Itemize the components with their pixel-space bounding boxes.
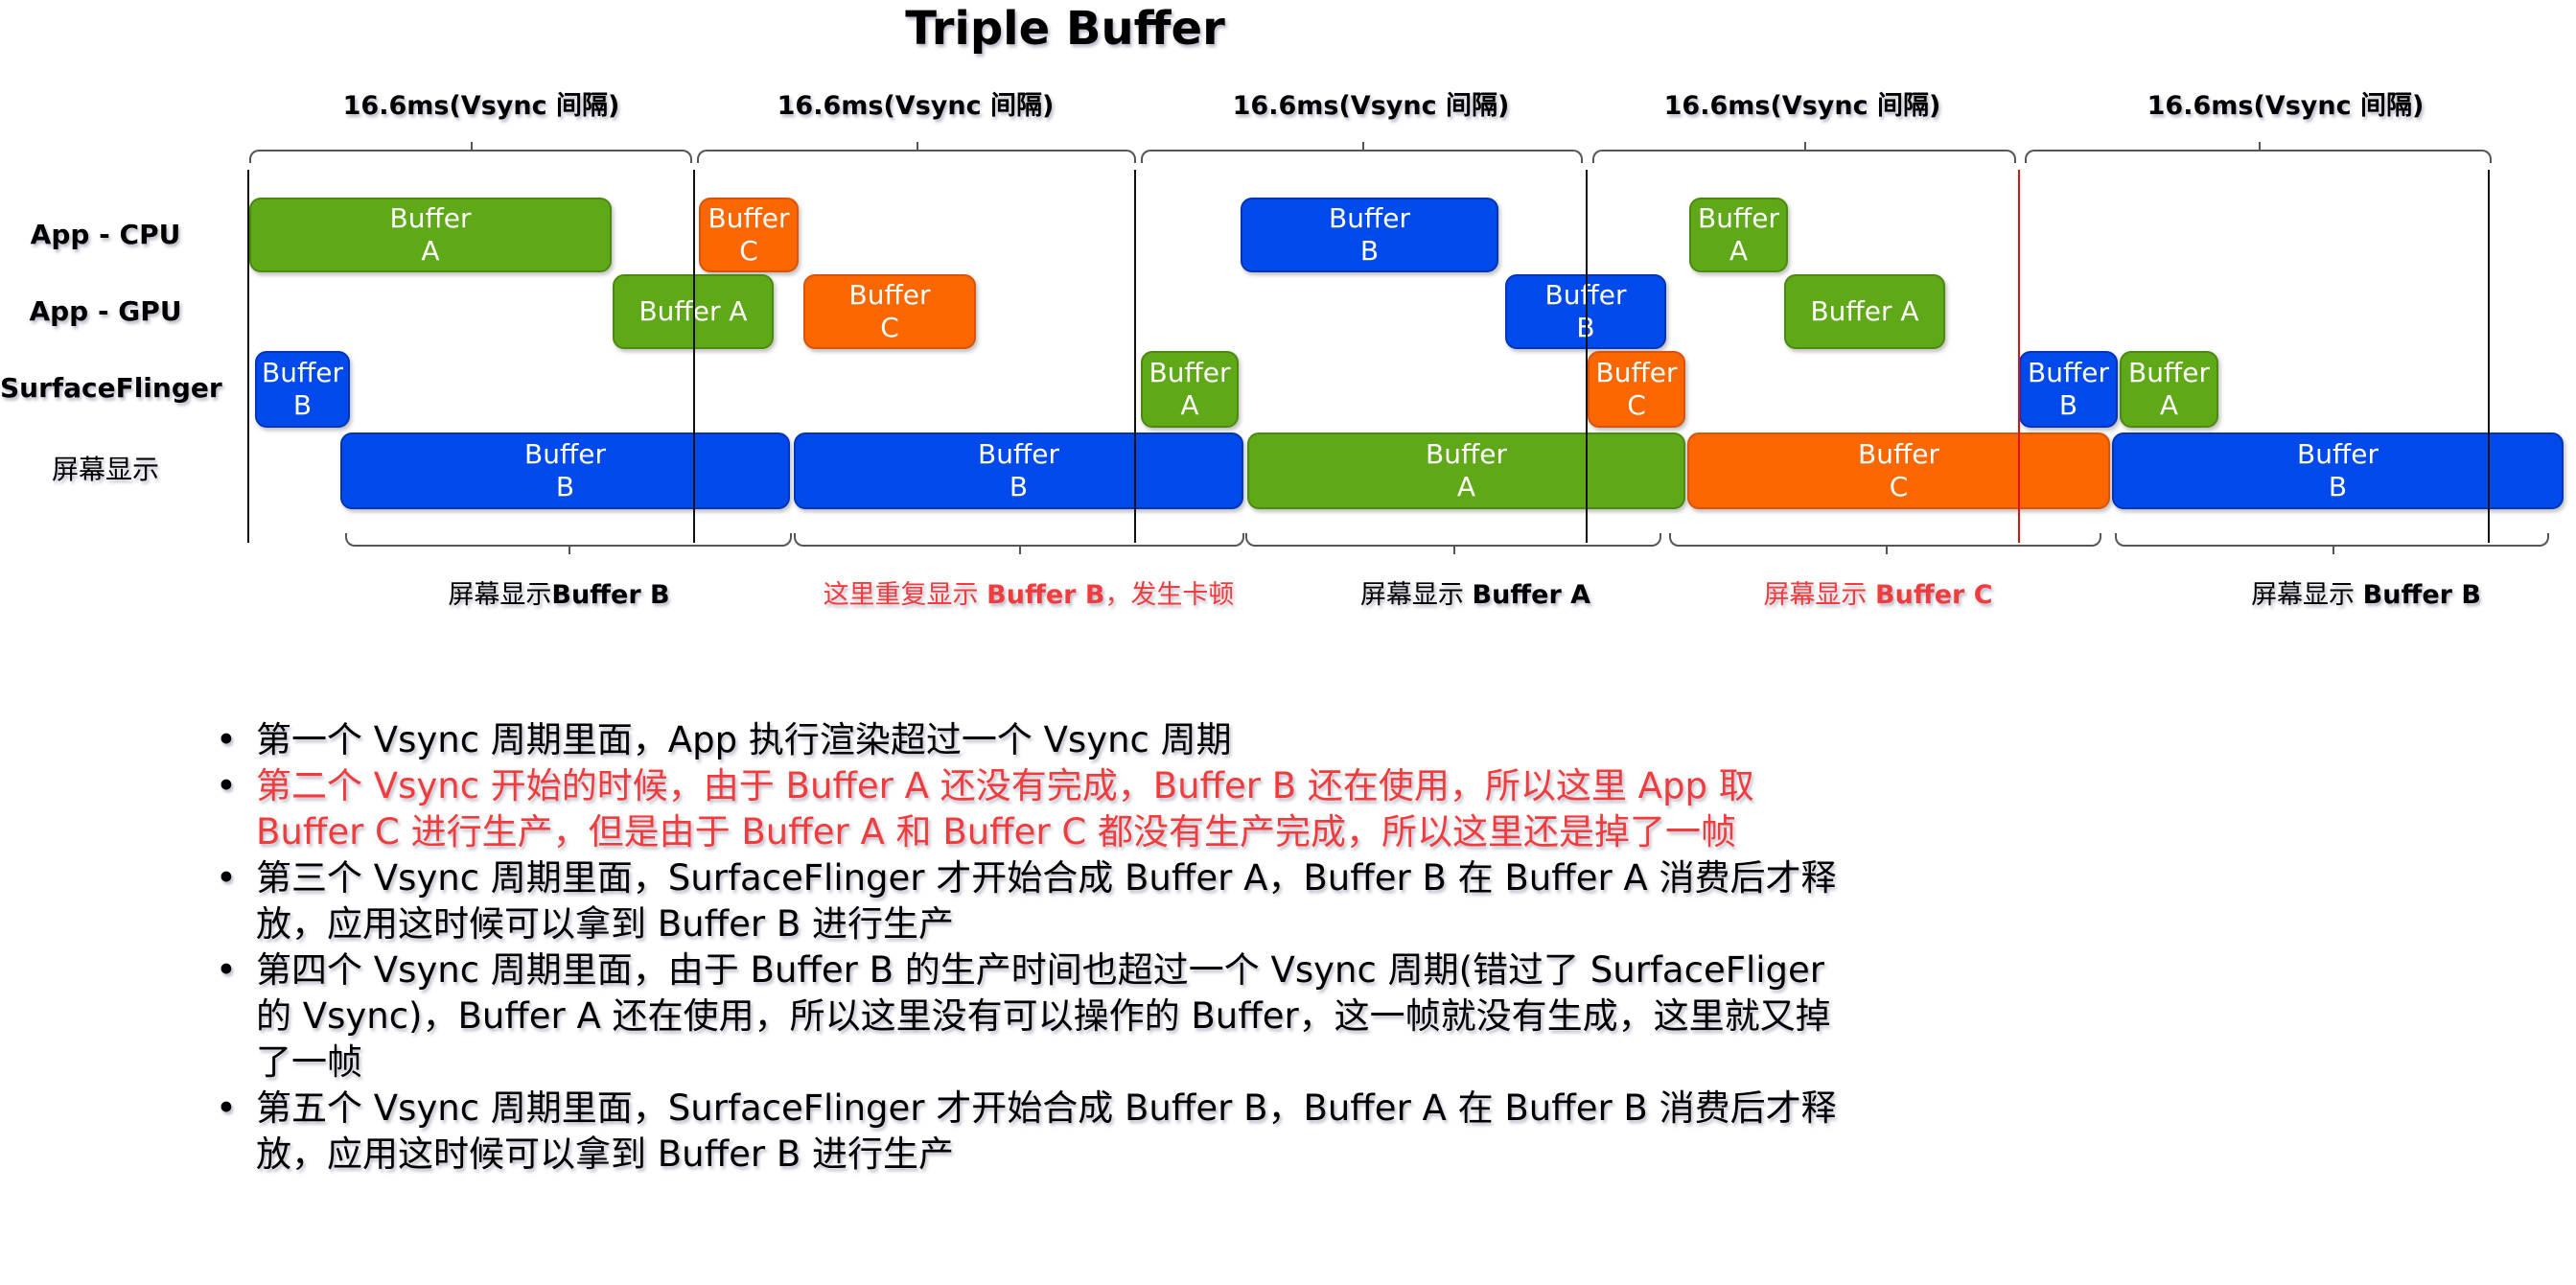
bullet-2: 第二个 Vsync 开始的时候，由于 Buffer A 还没有完成，Buffer… [216, 763, 1845, 855]
caption-3: 屏幕显示 Buffer A [1359, 580, 1591, 610]
row-label-screen-display: 屏幕显示 [51, 454, 159, 485]
vsync-line-6 [2488, 170, 2490, 543]
bullet-4: 第四个 Vsync 周期里面，由于 Buffer B 的生产时间也超过一个 Vs… [216, 947, 1845, 1086]
display-buffer-b-2: Buffer B [794, 432, 1243, 509]
caption-1: 屏幕显示Buffer B [448, 580, 670, 610]
cpu-buffer-c: Buffer C [699, 198, 799, 272]
vsync-line-2 [693, 170, 695, 543]
cpu-buffer-a-2: Buffer A [1689, 198, 1788, 272]
vsync-line-3 [1134, 170, 1136, 543]
vsync-label-3: 16.6ms(Vsync 间隔) [1232, 91, 1510, 121]
display-buffer-c: Buffer C [1687, 432, 2110, 509]
bullet-5: 第五个 Vsync 周期里面，SurfaceFlinger 才开始合成 Buff… [216, 1086, 1845, 1178]
sf-buffer-b-2: Buffer B [2019, 351, 2118, 428]
display-brace-5 [2115, 533, 2549, 554]
gpu-buffer-a-2: Buffer A [1784, 274, 1945, 349]
bullet-3: 第三个 Vsync 周期里面，SurfaceFlinger 才开始合成 Buff… [216, 855, 1845, 947]
display-buffer-b-1: Buffer B [340, 432, 790, 509]
cpu-buffer-b: Buffer B [1241, 198, 1498, 272]
vsync-label-2: 16.6ms(Vsync 间隔) [777, 91, 1055, 121]
vsync-line-1 [247, 170, 249, 543]
display-brace-1 [345, 533, 792, 554]
diagram-title: Triple Buffer [905, 2, 1225, 56]
row-label-app-gpu: App - GPU [29, 295, 182, 327]
sf-buffer-a-1: Buffer A [1141, 351, 1239, 428]
display-brace-4 [1669, 533, 2101, 554]
cpu-buffer-a-1: Buffer A [249, 198, 612, 272]
row-label-app-cpu: App - CPU [30, 219, 181, 250]
display-buffer-b-3: Buffer B [2112, 432, 2564, 509]
display-brace-3 [1245, 533, 1661, 554]
caption-2-stutter: 这里重复显示 Buffer B，发生卡顿 [823, 580, 1235, 610]
sf-buffer-b-1: Buffer B [255, 351, 350, 428]
caption-5: 屏幕显示 Buffer B [2251, 580, 2481, 610]
sf-buffer-c: Buffer C [1588, 351, 1685, 428]
vsync-label-1: 16.6ms(Vsync 间隔) [342, 91, 620, 121]
vsync-label-5: 16.6ms(Vsync 间隔) [2147, 91, 2425, 121]
display-brace-2 [794, 533, 1244, 554]
vsync-brace-4 [1592, 142, 2016, 163]
vsync-brace-3 [1141, 142, 1583, 163]
row-label-surfaceflinger: SurfaceFlinger [0, 372, 222, 404]
vsync-line-5-red [2018, 170, 2020, 543]
explanation-list: 第一个 Vsync 周期里面，App 执行渲染超过一个 Vsync 周期 第二个… [216, 717, 1845, 1178]
vsync-line-4 [1586, 170, 1588, 543]
vsync-brace-5 [2025, 142, 2492, 163]
caption-4: 屏幕显示 Buffer C [1763, 580, 1993, 610]
vsync-brace-2 [697, 142, 1136, 163]
vsync-label-4: 16.6ms(Vsync 间隔) [1663, 91, 1941, 121]
display-buffer-a: Buffer A [1247, 432, 1685, 509]
vsync-brace-1 [249, 142, 692, 163]
gpu-buffer-c: Buffer C [803, 274, 976, 349]
sf-buffer-a-2: Buffer A [2120, 351, 2218, 428]
bullet-1: 第一个 Vsync 周期里面，App 执行渲染超过一个 Vsync 周期 [216, 717, 1845, 763]
